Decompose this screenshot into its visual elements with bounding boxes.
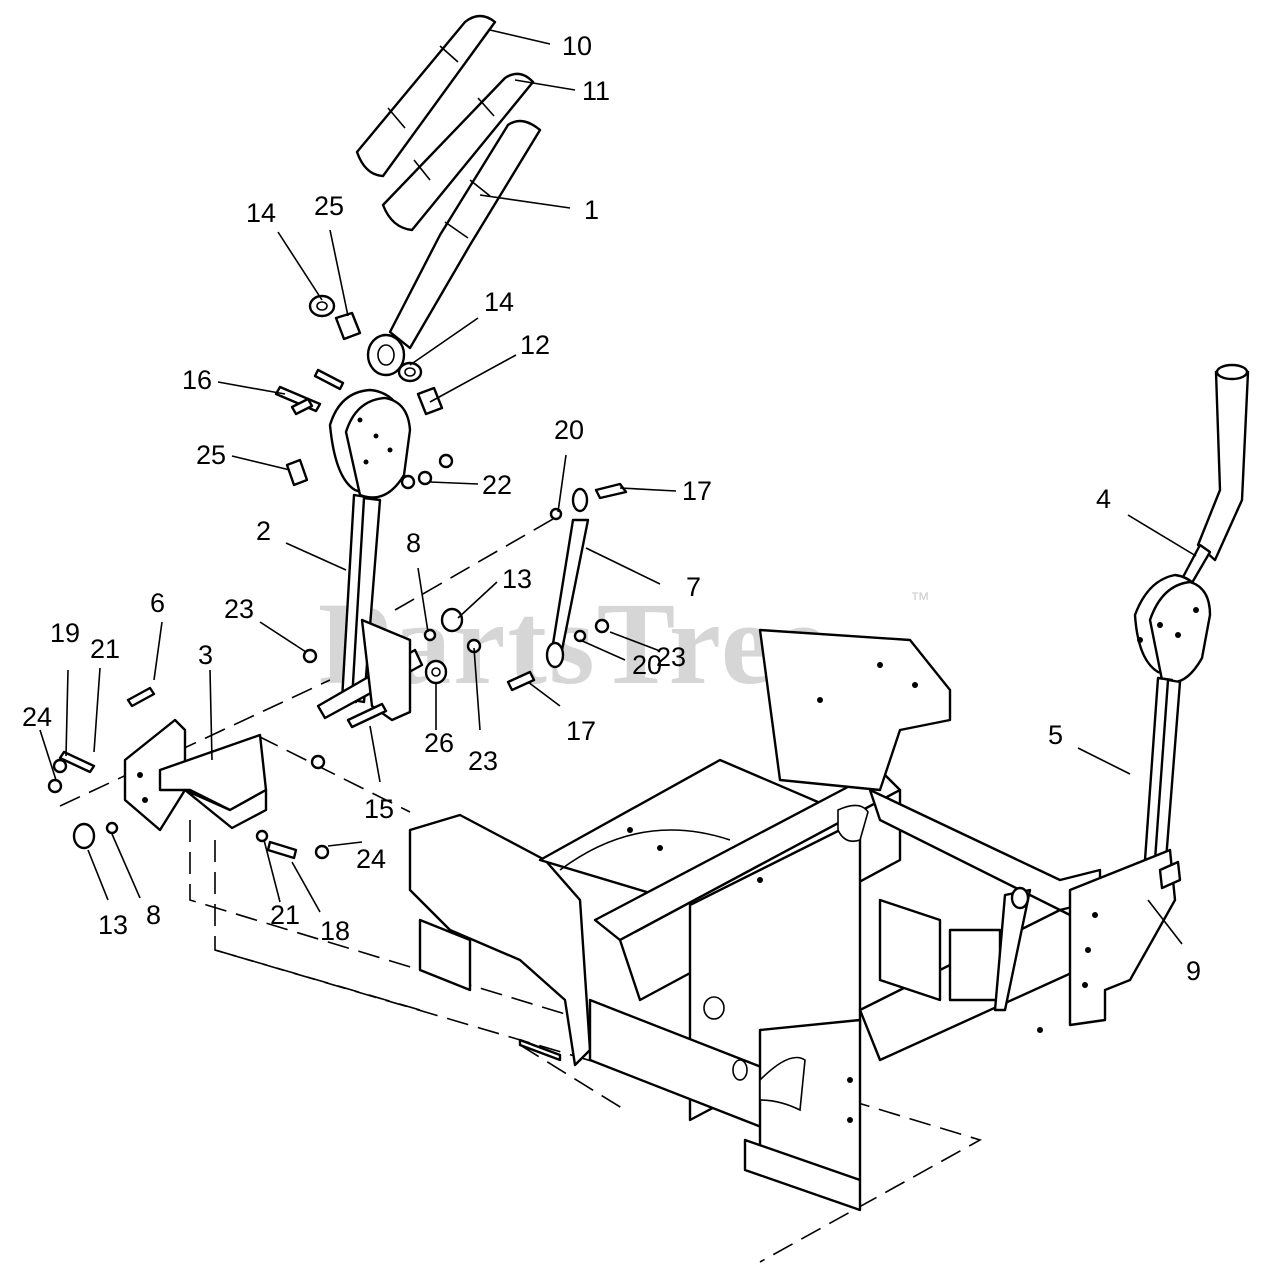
callout-25: 25 bbox=[314, 191, 344, 221]
callout-9: 9 bbox=[1186, 956, 1201, 986]
callout-23: 23 bbox=[468, 746, 498, 776]
callout-16: 16 bbox=[182, 365, 212, 395]
grip-10 bbox=[355, 14, 497, 178]
callout-8: 8 bbox=[146, 900, 161, 930]
leader-lines bbox=[39, 29, 1197, 945]
right-control-lever bbox=[1068, 363, 1250, 1027]
callout-13: 13 bbox=[98, 910, 128, 940]
callout-13: 13 bbox=[502, 564, 532, 594]
callout-24: 24 bbox=[356, 844, 386, 874]
callout-21: 21 bbox=[270, 900, 300, 930]
callout-17: 17 bbox=[682, 476, 712, 506]
callout-5: 5 bbox=[1048, 720, 1063, 750]
callout-23: 23 bbox=[656, 642, 686, 672]
callout-6: 6 bbox=[150, 588, 165, 618]
callout-7: 7 bbox=[686, 572, 701, 602]
callout-24: 24 bbox=[22, 702, 52, 732]
grip-11 bbox=[381, 72, 535, 232]
link-rod-7 bbox=[545, 487, 590, 669]
hardware-mid bbox=[302, 482, 628, 729]
callout-4: 4 bbox=[1096, 484, 1111, 514]
callout-26: 26 bbox=[424, 728, 454, 758]
callout-labels: 10 11 1 14 25 14 12 16 25 22 20 17 4 2 8… bbox=[22, 31, 1201, 986]
hardware-top bbox=[274, 294, 454, 490]
callout-17: 17 bbox=[566, 716, 596, 746]
callout-10: 10 bbox=[562, 31, 592, 61]
callout-22: 22 bbox=[482, 470, 512, 500]
mower-frame bbox=[408, 628, 1102, 1212]
callout-14: 14 bbox=[246, 198, 276, 228]
left-control-lever-2 bbox=[316, 388, 424, 722]
callout-8: 8 bbox=[406, 528, 421, 558]
callout-21: 21 bbox=[90, 634, 120, 664]
callout-3: 3 bbox=[198, 640, 213, 670]
callout-12: 12 bbox=[520, 330, 550, 360]
callout-19: 19 bbox=[50, 618, 80, 648]
lever-1 bbox=[366, 119, 542, 377]
callout-20: 20 bbox=[632, 650, 662, 680]
watermark-trademark: ™ bbox=[910, 589, 930, 611]
callout-14: 14 bbox=[484, 287, 514, 317]
callout-15: 15 bbox=[364, 794, 394, 824]
callout-20: 20 bbox=[554, 415, 584, 445]
bracket-3 bbox=[47, 686, 330, 860]
callout-18: 18 bbox=[320, 916, 350, 946]
callout-11: 11 bbox=[582, 76, 610, 106]
callout-23: 23 bbox=[224, 594, 254, 624]
callout-1: 1 bbox=[584, 195, 599, 225]
callout-2: 2 bbox=[256, 516, 271, 546]
callout-25: 25 bbox=[196, 440, 226, 470]
